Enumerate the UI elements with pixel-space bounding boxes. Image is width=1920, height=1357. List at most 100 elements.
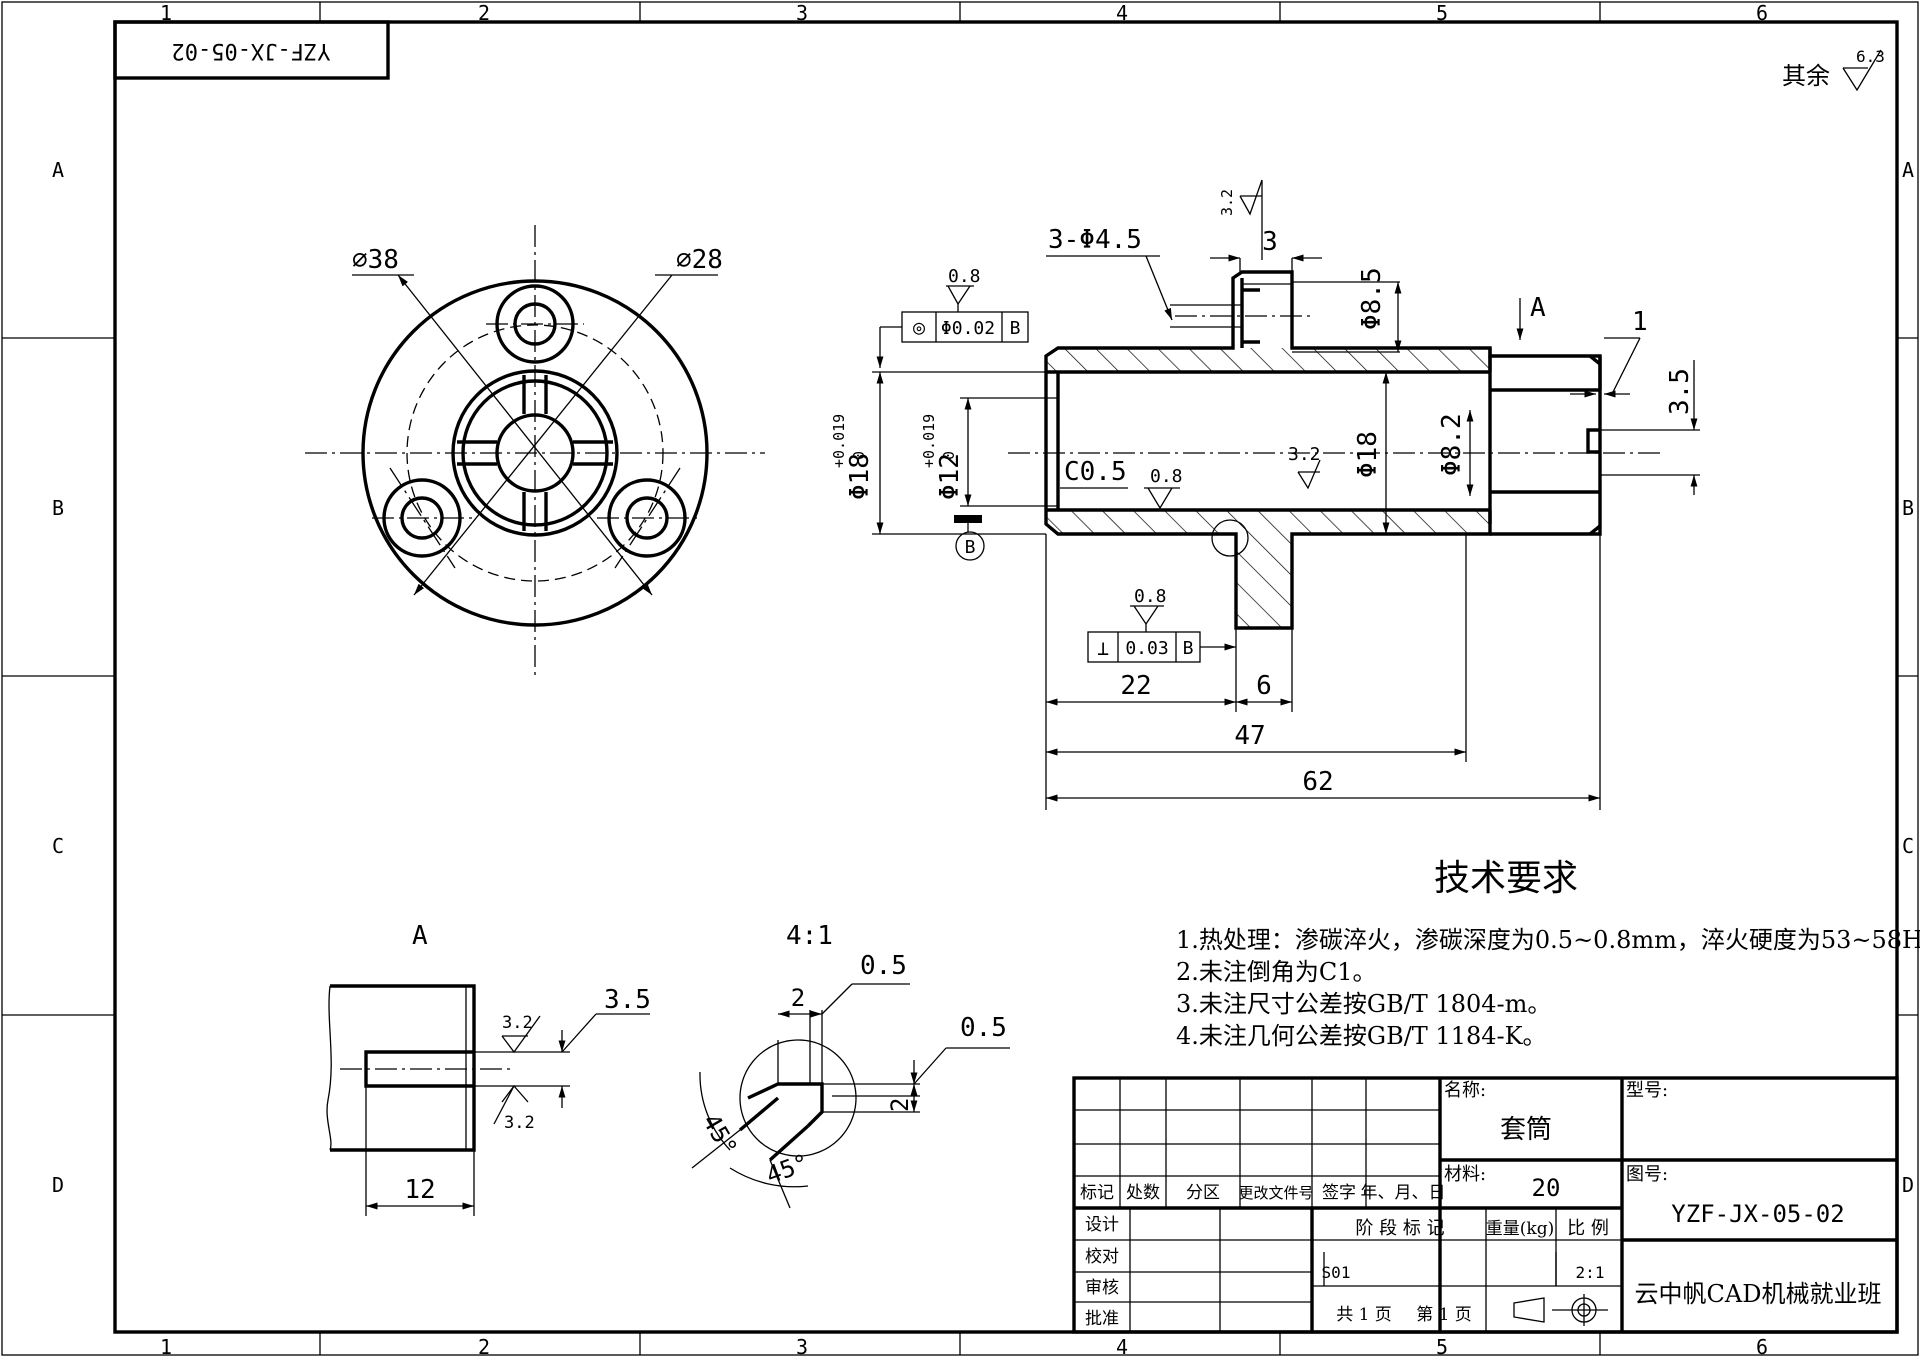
section-rough-top: 3.2 <box>1218 179 1263 260</box>
tech-line-4: 4.未注几何公差按GB/T 1184-K。 <box>1176 1022 1547 1050</box>
tb-header-count: 处数 <box>1126 1183 1160 1203</box>
section-dim-phi8-2: Φ8.2 <box>1437 413 1467 476</box>
tb-scale-label: 比 例 <box>1567 1218 1609 1239</box>
front-view: ⌀38 ⌀28 <box>305 225 765 680</box>
roughness-other-label: 其余 <box>1782 62 1830 90</box>
section-holes-label: 3-Φ4.5 <box>1048 225 1142 255</box>
detail-angle-1: 45° <box>697 1109 743 1161</box>
tb-role-design: 设计 <box>1085 1215 1119 1235</box>
tb-header-change-doc: 更改文件号 <box>1238 1184 1313 1202</box>
section-chamfer: C0.5 <box>1064 457 1127 487</box>
col-number-top-5: 5 <box>1436 1 1448 25</box>
front-dim-28: ⌀28 <box>676 245 723 275</box>
col-number-top-4: 4 <box>1116 1 1128 25</box>
col-number-bottom-2: 2 <box>478 1335 490 1357</box>
datum-b: B <box>954 515 985 561</box>
section-dim-6: 6 <box>1256 671 1272 701</box>
view-a: A 3.5 3.2 3.2 12 <box>326 921 651 1216</box>
tech-line-1: 1.热处理：渗碳淬火，渗碳深度为0.5~0.8mm，淬火硬度为53~58HRC。 <box>1176 926 1920 954</box>
coaxiality-frame: ◎ Φ0.02 B 0.8 <box>876 266 1029 368</box>
tb-name-label: 名称: <box>1444 1080 1486 1101</box>
tech-line-3: 3.未注尺寸公差按GB/T 1804-m。 <box>1176 990 1551 1018</box>
row-letter-left-a: A <box>52 158 64 182</box>
tb-scale-value: 2:1 <box>1576 1263 1605 1282</box>
coax-tolerance: Φ0.02 <box>941 318 995 339</box>
perp-symbol: ⊥ <box>1097 636 1109 660</box>
section-view: 3-Φ4.5 3 3.2 Φ8.5 A 1 <box>830 179 1700 810</box>
col-number-top-1: 1 <box>160 1 172 25</box>
section-dim-47: 47 <box>1234 721 1265 751</box>
row-letter-left-d: D <box>52 1173 64 1197</box>
coax-roughness: 0.8 <box>948 266 981 287</box>
col-number-top-3: 3 <box>796 1 808 25</box>
tech-requirements: 技术要求 1.热处理：渗碳淬火，渗碳深度为0.5~0.8mm，淬火硬度为53~5… <box>1176 858 1920 1050</box>
section-dim-62: 62 <box>1302 767 1333 797</box>
view-a-dim-12: 12 <box>404 1175 435 1205</box>
roughness-other-value: 6.3 <box>1856 47 1885 66</box>
section-view-arrow-label: A <box>1530 293 1546 323</box>
detail-dim-0-5-right: 0.5 <box>960 1013 1007 1043</box>
section-dim-phi18-upper: +0.019 <box>830 414 848 468</box>
row-letter-right-b: B <box>1902 496 1914 520</box>
drawing-number-flipped-box: YZF-JX-05-02 <box>113 20 390 80</box>
bore-rough-32: 3.2 <box>1288 444 1321 465</box>
perpendicularity-frame: ⊥ 0.03 B 0.8 <box>1087 586 1236 663</box>
tb-stage-value: S01 <box>1322 1263 1351 1282</box>
projection-symbol <box>1513 1294 1608 1326</box>
tb-role-review: 审核 <box>1085 1278 1119 1298</box>
perp-tolerance: 0.03 <box>1125 638 1168 659</box>
section-dim-phi8-5: Φ8.5 <box>1357 267 1387 330</box>
tb-stage-label: 阶 段 标 记 <box>1355 1218 1444 1239</box>
view-a-rough-bottom: 3.2 <box>504 1113 535 1133</box>
bore-rough-08: 0.8 <box>1150 466 1183 487</box>
view-a-title: A <box>412 921 428 951</box>
zone-labels: 1 2 3 4 5 6 1 2 3 4 5 6 A B C D A B C D <box>52 1 1914 1357</box>
tb-role-approve: 批准 <box>1085 1309 1119 1329</box>
roughness-other: 其余 6.3 <box>1782 47 1885 92</box>
col-number-bottom-5: 5 <box>1436 1335 1448 1357</box>
row-letter-right-d: D <box>1902 1173 1914 1197</box>
section-dim-3-5: 3.5 <box>1665 368 1695 415</box>
datum-b-label: B <box>965 537 976 558</box>
tb-header-zone: 分区 <box>1186 1183 1220 1203</box>
section-dim-phi18-tol: Φ18 <box>845 453 875 500</box>
detail-scale: 4:1 <box>786 921 833 951</box>
detail-dim-2-right: 2 <box>886 1098 914 1112</box>
title-block: 标记 处数 分区 更改文件号 签字 年、月、日 设计 校对 审核 批准 名称: … <box>1072 1076 1899 1334</box>
detail-dim-0-5-top: 0.5 <box>860 951 907 981</box>
coax-symbol: ◎ <box>913 315 925 339</box>
tb-sheet-no: 第 1 页 <box>1416 1305 1472 1325</box>
section-dim-3-top: 3 <box>1262 227 1278 257</box>
tb-company: 云中帆CAD机械就业班 <box>1635 1280 1882 1308</box>
view-a-rough-top: 3.2 <box>502 1013 533 1033</box>
coax-datum: B <box>1010 318 1021 339</box>
detail-view: 4:1 2 0.5 0.5 2 45° 45° <box>691 921 1010 1209</box>
tb-header-mark: 标记 <box>1080 1183 1114 1203</box>
tb-name-value: 套筒 <box>1500 1115 1552 1145</box>
tb-header-date: 年、月、日 <box>1361 1183 1446 1203</box>
tb-material-label: 材料: <box>1444 1164 1486 1185</box>
tb-header-signature: 签字 <box>1322 1183 1356 1203</box>
drawing-number-flipped: YZF-JX-05-02 <box>172 38 331 63</box>
col-number-bottom-4: 4 <box>1116 1335 1128 1357</box>
row-letter-left-b: B <box>52 496 64 520</box>
view-a-dim-3-5: 3.5 <box>604 985 651 1015</box>
section-dim-phi18: Φ18 <box>1353 431 1383 478</box>
col-number-bottom-1: 1 <box>160 1335 172 1357</box>
tb-role-check: 校对 <box>1085 1247 1119 1267</box>
col-number-top-2: 2 <box>478 1 490 25</box>
section-dim-phi18-lower: 0 <box>850 451 868 460</box>
row-letter-right-a: A <box>1902 158 1914 182</box>
tb-drawing-no-label: 图号: <box>1626 1164 1668 1185</box>
detail-angle-2: 45° <box>762 1148 812 1189</box>
tb-model-label: 型号: <box>1626 1080 1668 1101</box>
col-number-bottom-3: 3 <box>796 1335 808 1357</box>
section-dim-phi12-lower: 0 <box>940 451 958 460</box>
section-dim-1: 1 <box>1632 307 1648 337</box>
tb-drawing-no-value: YZF-JX-05-02 <box>1671 1200 1844 1228</box>
section-dim-phi12-tol: Φ12 <box>935 453 965 500</box>
section-rough-top-value: 3.2 <box>1218 189 1236 216</box>
